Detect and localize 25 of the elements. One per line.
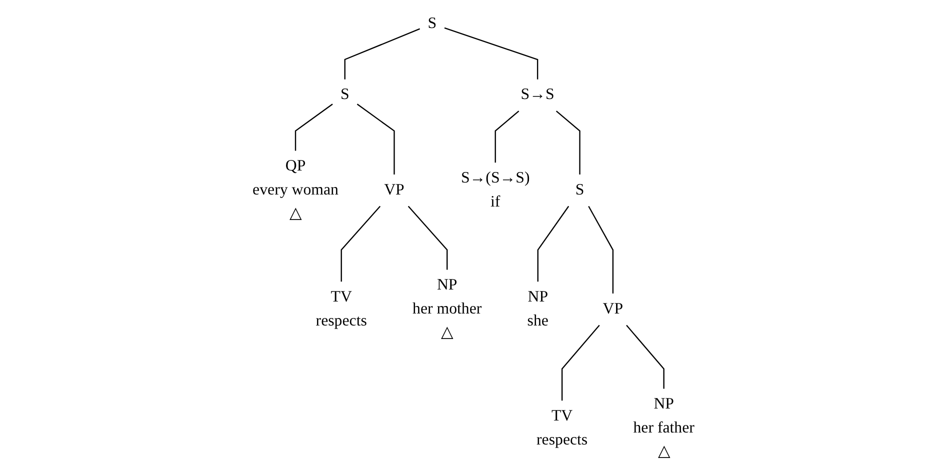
connector — [408, 206, 448, 270]
node-text: NP her mother △ — [412, 276, 482, 342]
connector — [556, 110, 580, 175]
connector — [344, 28, 420, 80]
node-text: TV respects — [316, 288, 367, 330]
connector — [356, 104, 395, 175]
node-text: NP she — [527, 288, 548, 330]
connector — [494, 110, 520, 163]
node-text: VP — [602, 300, 624, 318]
node-text: VP — [384, 181, 404, 198]
connector — [340, 206, 381, 282]
connector — [537, 206, 570, 282]
node-text: NP her father △ — [633, 396, 694, 460]
connector — [626, 324, 664, 389]
node-text: QP every woman △ — [252, 158, 338, 222]
node-text: S→(S→S) if — [460, 170, 530, 210]
node-text: TV respects — [536, 408, 588, 448]
node-text: S→S — [520, 86, 554, 104]
node-text: S — [428, 14, 437, 32]
node-text: S — [575, 181, 584, 198]
connector — [444, 27, 538, 80]
connector — [588, 206, 614, 294]
connector — [561, 324, 600, 401]
connector — [294, 104, 333, 151]
node-text: S — [340, 86, 350, 104]
